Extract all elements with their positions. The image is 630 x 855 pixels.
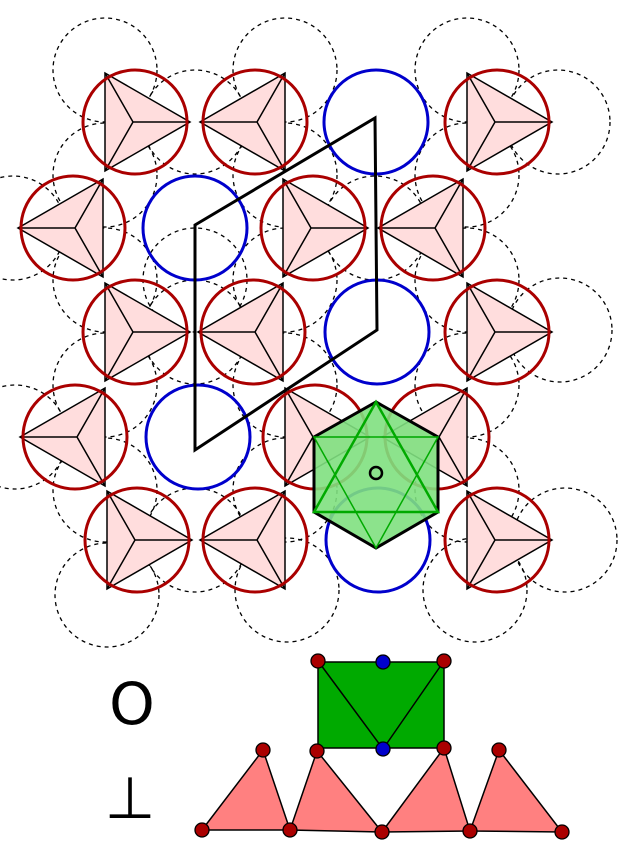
tetrahedron-edges	[104, 72, 190, 172]
red-atom-circle	[19, 174, 127, 282]
blue-atom-circle	[144, 383, 252, 491]
red-atom	[310, 653, 326, 669]
red-atom	[309, 743, 325, 759]
tetrahedron-edges	[20, 387, 106, 487]
unit-cell	[193, 115, 379, 453]
blue-atom	[375, 654, 391, 670]
red-atom-circle	[21, 383, 129, 491]
tetrahedron-edges	[466, 282, 552, 382]
red-atom	[282, 822, 298, 838]
dashed-circle	[52, 437, 158, 543]
dashed-circle	[422, 537, 528, 643]
red-atom-circle	[201, 68, 309, 176]
perpendicular-view-label: ⊥	[105, 764, 156, 832]
blue-atom	[375, 741, 391, 757]
tetrahedron-side	[468, 748, 564, 833]
tetrahedron-edges	[200, 490, 286, 590]
tetrahedron-side	[200, 748, 292, 831]
tetrahedron-edges	[106, 490, 192, 590]
octahedron-top-view	[311, 399, 441, 550]
octahedron-side	[317, 661, 445, 749]
octahedron-lower-face	[312, 436, 440, 550]
red-atom	[491, 742, 507, 758]
red-atom	[194, 822, 210, 838]
red-atom-circle	[81, 68, 189, 176]
tetrahedron-edges	[104, 282, 190, 382]
dashed-circle	[54, 542, 160, 648]
tetrahedron-edges	[378, 178, 464, 278]
dashed-circle	[414, 122, 520, 228]
dashed-circle	[232, 227, 338, 333]
octahedron-upper-face	[311, 399, 441, 514]
tetrahedron-edges	[282, 178, 368, 278]
tetrahedron-edges	[198, 282, 284, 382]
parallel-view-label: O	[109, 670, 155, 738]
red-atom-circle	[443, 278, 551, 386]
red-atom	[462, 823, 478, 839]
red-atom-circle	[259, 174, 367, 282]
tetrahedron-edges	[200, 72, 286, 172]
red-atom-circle	[201, 486, 309, 594]
dashed-circle	[52, 122, 158, 228]
red-atom-circle	[443, 68, 551, 176]
red-atom-circle	[443, 486, 551, 594]
red-atom	[554, 824, 570, 840]
red-atom-circle	[379, 174, 487, 282]
red-atom	[436, 653, 452, 669]
red-atom-circle	[83, 486, 191, 594]
red-atom-circle	[199, 278, 307, 386]
tetrahedron-side	[288, 749, 384, 833]
tetrahedron-edges	[18, 178, 104, 278]
red-atom	[255, 742, 271, 758]
tetrahedron-edges	[466, 72, 552, 172]
red-atom-circle	[81, 278, 189, 386]
tetrahedron-side	[380, 746, 472, 833]
red-atom	[436, 740, 452, 756]
red-atom	[374, 824, 390, 840]
tetrahedron-edges	[466, 490, 552, 590]
side-view	[194, 653, 570, 840]
atom-circles	[19, 68, 551, 594]
dashed-circle	[234, 537, 340, 643]
octahedron-center-marker	[368, 465, 384, 481]
tetrahedra-top-view	[16, 71, 554, 591]
